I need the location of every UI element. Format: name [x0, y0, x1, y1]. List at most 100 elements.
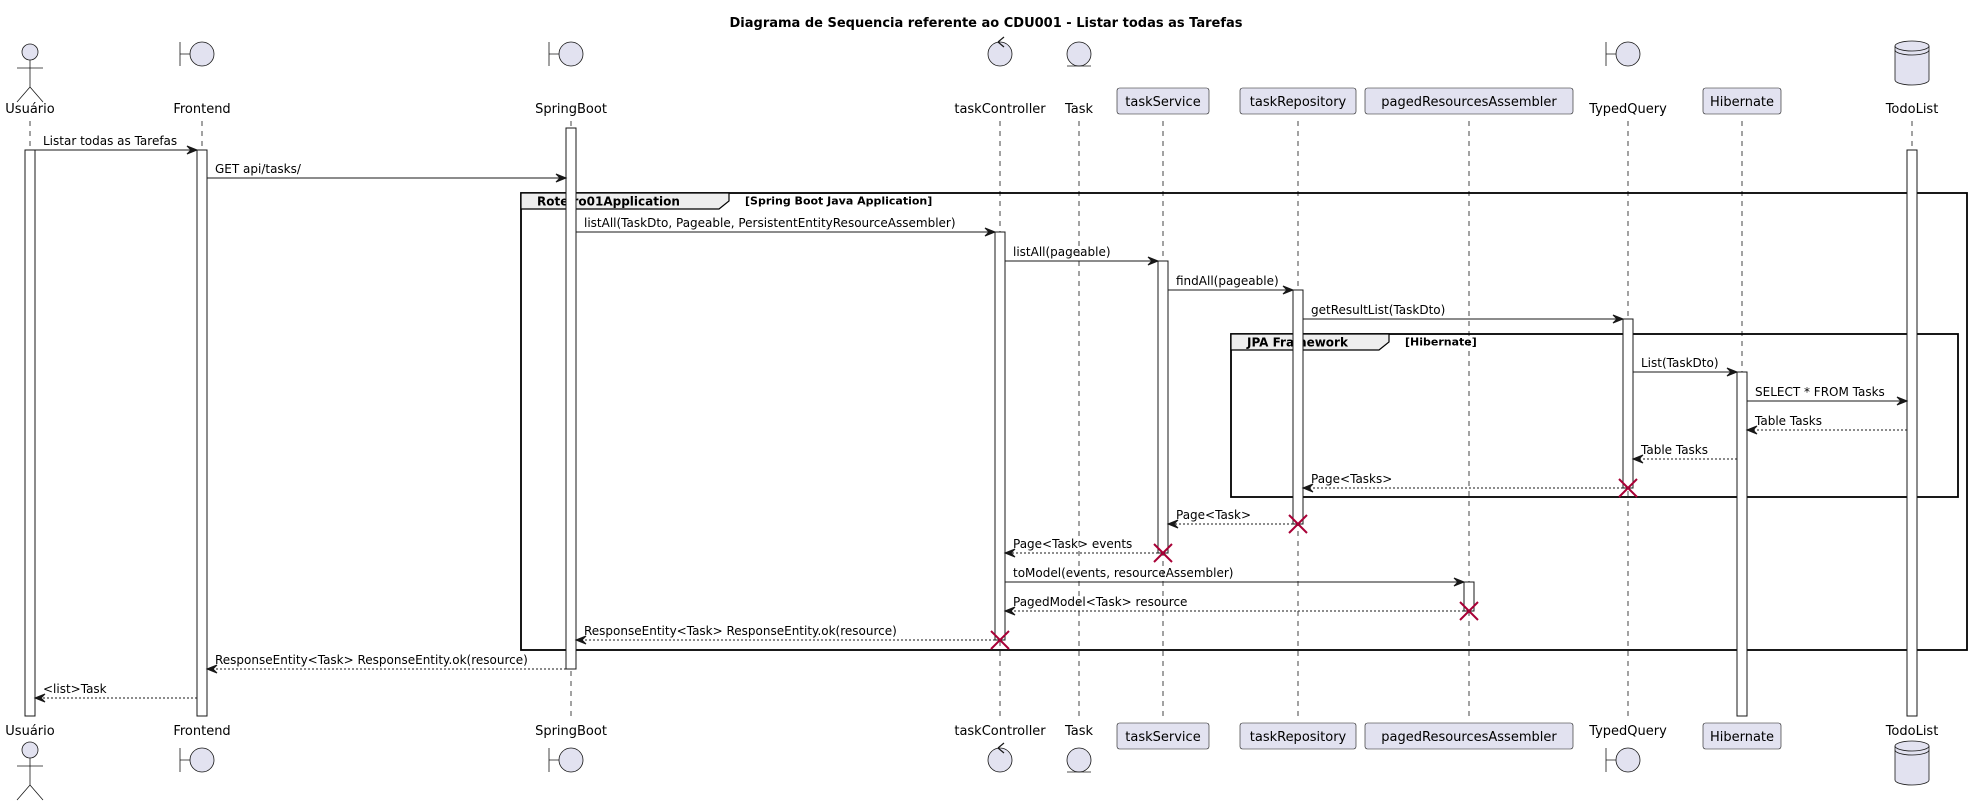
message-9: Table Tasks [1745, 414, 1907, 435]
message-17: ResponseEntity<Task> ResponseEntity.ok(r… [205, 653, 566, 674]
message-arrowhead [1631, 454, 1644, 464]
activation-frontend [196, 149, 208, 717]
participant-todolist-bottom: TodoList [1885, 724, 1939, 786]
message-arrowhead [1612, 314, 1625, 324]
message-label: Table Tasks [1640, 443, 1708, 457]
actor-icon [16, 60, 44, 103]
actor-icon [21, 741, 39, 759]
control-icon [987, 41, 1013, 67]
message-13: Page<Task> events [1003, 537, 1158, 558]
message-arrowhead [1745, 425, 1758, 435]
message-18: <list>Task [33, 682, 197, 703]
participant-task-bottom: Task [1064, 724, 1093, 773]
database-icon [1894, 45, 1930, 56]
message-12: Page<Task> [1166, 508, 1293, 529]
database-icon [1894, 740, 1930, 786]
activation-taskcontroller [994, 231, 1006, 641]
participant-todolist-top: TodoList [1885, 40, 1939, 117]
participant-label: Hibernate [1710, 730, 1774, 745]
message-arrowhead [1453, 577, 1466, 587]
actor-icon [16, 758, 44, 801]
destroy-marker-taskservice [1153, 543, 1173, 563]
participant-box [1702, 722, 1782, 750]
participant-label: Task [1064, 102, 1094, 117]
participant-taskrepository-top: taskRepository [1239, 87, 1357, 115]
activation-springboot [565, 127, 577, 670]
participant-usuario-bottom: Usuário [5, 724, 55, 801]
activation-taskrepository [1292, 289, 1304, 525]
message-7: List(TaskDto) [1633, 356, 1739, 377]
participant-label: Usuário [5, 724, 54, 739]
participant-label: taskController [954, 724, 1046, 739]
participant-label: pagedResourcesAssembler [1381, 730, 1557, 745]
message-arrowhead [1166, 519, 1179, 529]
activations-layer [24, 127, 1918, 717]
message-arrowhead [1147, 256, 1160, 266]
participant-usuario-top: Usuário [5, 43, 55, 117]
diagram-title: Diagrama de Sequencia referente ao CDU00… [730, 16, 1243, 31]
message-arrowhead [186, 145, 199, 155]
message-6: getResultList(TaskDto) [1303, 303, 1625, 324]
activation-typedquery [1622, 318, 1634, 489]
boundary-icon [558, 41, 584, 67]
participant-pagedresourcesassembler-bottom: pagedResourcesAssembler [1364, 722, 1574, 750]
participant-label: TodoList [1885, 724, 1939, 739]
boundary-icon [548, 748, 559, 772]
frame-title-tab [1230, 333, 1390, 351]
boundary-icon [1605, 748, 1616, 772]
participant-label: TypedQuery [1588, 102, 1667, 117]
participant-box [1239, 87, 1357, 115]
boundary-icon [179, 42, 190, 66]
destroy-marker-pagedresourcesassembler [1459, 601, 1479, 621]
boundary-icon [1615, 41, 1641, 67]
message-label: toModel(events, resourceAssembler) [1013, 566, 1233, 580]
message-3: listAll(TaskDto, Pageable, PersistentEnt… [576, 216, 997, 237]
message-label: <list>Task [43, 682, 107, 696]
activation-taskservice [1157, 260, 1169, 554]
message-arrowhead [1282, 285, 1295, 295]
frame-border [520, 192, 1968, 651]
participants-layer: UsuárioUsuárioFrontendFrontendSpringBoot… [5, 36, 1939, 801]
boundary-icon [548, 42, 559, 66]
message-arrowhead [1301, 483, 1314, 493]
message-label: Page<Task> events [1013, 537, 1132, 551]
boundary-icon [179, 748, 190, 772]
participant-label: TodoList [1885, 102, 1939, 117]
boundary-icon [189, 747, 215, 773]
participant-pagedresourcesassembler-top: pagedResourcesAssembler [1364, 87, 1574, 115]
participant-frontend-bottom: Frontend [173, 724, 231, 773]
participant-label: taskService [1125, 95, 1200, 110]
message-label: Table Tasks [1754, 414, 1822, 428]
message-label: PagedModel<Task> resource [1013, 595, 1187, 609]
frame-title: Roteiro01Application [537, 195, 680, 209]
frame-condition: [Spring Boot Java Application] [745, 195, 932, 208]
boundary-icon [1615, 747, 1641, 773]
message-arrowhead [574, 635, 587, 645]
frame-0: Roteiro01Application [Spring Boot Java Ap… [520, 192, 1968, 651]
frame-border [1230, 333, 1959, 498]
message-label: listAll(TaskDto, Pageable, PersistentEnt… [584, 216, 956, 230]
participant-typedquery-bottom: TypedQuery [1588, 724, 1667, 773]
destroy-marker-taskrepository [1288, 514, 1308, 534]
participant-springboot-bottom: SpringBoot [535, 724, 607, 773]
participant-taskservice-bottom: taskService [1116, 722, 1210, 750]
participant-label: Frontend [173, 102, 230, 117]
participant-label: pagedResourcesAssembler [1381, 95, 1557, 110]
activation-todolist [1906, 149, 1918, 717]
participant-taskservice-top: taskService [1116, 87, 1210, 115]
participant-box [1239, 722, 1357, 750]
message-label: ResponseEntity<Task> ResponseEntity.ok(r… [215, 653, 528, 667]
message-4: listAll(pageable) [1005, 245, 1160, 266]
activation-hibernate [1736, 371, 1748, 717]
message-label: findAll(pageable) [1176, 274, 1279, 288]
message-16: ResponseEntity<Task> ResponseEntity.ok(r… [574, 624, 995, 645]
message-2: GET api/tasks/ [207, 162, 568, 183]
participant-label: taskService [1125, 730, 1200, 745]
participant-label: SpringBoot [535, 724, 607, 739]
message-5: findAll(pageable) [1168, 274, 1295, 295]
participant-label: SpringBoot [535, 102, 607, 117]
message-arrowhead [1726, 367, 1739, 377]
message-label: SELECT * FROM Tasks [1755, 385, 1885, 399]
message-arrowhead [984, 227, 997, 237]
database-icon [1894, 745, 1930, 756]
